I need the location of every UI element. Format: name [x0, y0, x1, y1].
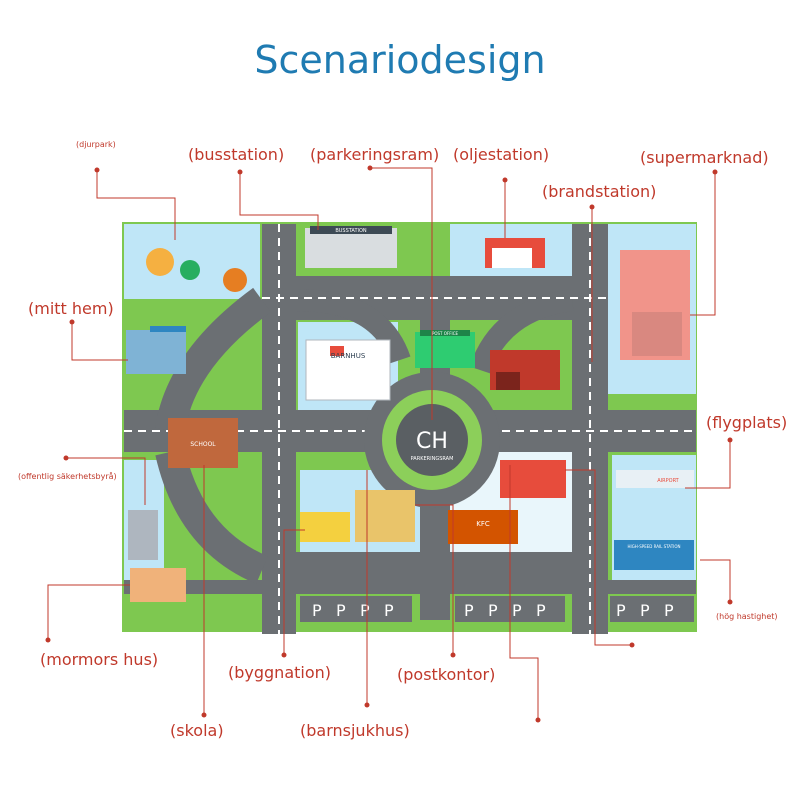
- svg-text:P: P: [336, 601, 346, 620]
- page-title: Scenariodesign: [254, 38, 546, 82]
- label-djurpark: (djurpark): [76, 140, 116, 149]
- svg-text:P: P: [312, 601, 322, 620]
- label-sakerhetsbyra: (offentlig säkerhetsbyrå): [18, 472, 117, 481]
- parking-row-right: P P P: [610, 596, 694, 622]
- public-security-office: [128, 510, 158, 560]
- svg-text:P: P: [664, 601, 674, 620]
- svg-text:P: P: [488, 601, 498, 620]
- svg-text:P: P: [384, 601, 394, 620]
- fire-station: [490, 350, 560, 390]
- label-mitt-hem: (mitt hem): [28, 299, 114, 318]
- svg-text:P: P: [360, 601, 370, 620]
- svg-text:P: P: [536, 601, 546, 620]
- hospital-sign: BARNHUS: [331, 352, 366, 360]
- label-skola: (skola): [170, 721, 224, 740]
- airport-sign: AIRPORT: [657, 478, 679, 484]
- parking-row-left: P P P P: [300, 596, 412, 622]
- label-flygplats: (flygplats): [706, 413, 788, 432]
- label-parkeringsram: (parkeringsram): [310, 145, 440, 164]
- airport: AIRPORT: [616, 470, 694, 488]
- gas-station: [485, 238, 545, 268]
- post-office-sign: POST OFFICE: [432, 331, 459, 336]
- curved-road-southwest: [155, 448, 269, 584]
- hospital: BARNHUS: [305, 339, 391, 401]
- bus-station: BUSSTATION: [305, 226, 397, 268]
- my-home: [126, 326, 186, 374]
- post-office: POST OFFICE: [415, 330, 475, 368]
- school-sign: SCHOOL: [190, 441, 216, 448]
- svg-text:P: P: [512, 601, 522, 620]
- label-oljestation: (oljestation): [453, 145, 550, 164]
- roundabout-subtext: PARKERINGSRAM: [411, 456, 454, 462]
- label-barnsjukhus: (barnsjukhus): [300, 721, 410, 740]
- curved-road-northeast: [469, 289, 574, 374]
- school: SCHOOL: [168, 418, 238, 468]
- bus-station-sign: BUSSTATION: [335, 228, 367, 234]
- roundabout-center: [396, 404, 468, 476]
- construction: [300, 490, 415, 542]
- label-supermarknad: (supermarknad): [640, 148, 769, 167]
- label-brandstation: (brandstation): [542, 182, 657, 201]
- supermarket: [620, 250, 690, 360]
- zoo: [146, 248, 247, 292]
- roundabout-text: CH: [416, 429, 448, 454]
- label-busstation: (busstation): [188, 145, 285, 164]
- high-speed-rail: HIGH-SPEED RAIL STATION: [614, 540, 694, 570]
- label-byggnation: (byggnation): [228, 663, 332, 682]
- curved-road-west: [155, 287, 271, 433]
- parking-row-middle: P P P P: [455, 596, 565, 622]
- label-mormors-hus: (mormors hus): [40, 650, 159, 669]
- kfc-sign: KFC: [476, 520, 490, 528]
- label-hog-hastighet: (hög hastighet): [716, 612, 778, 621]
- high-speed-sign: HIGH-SPEED RAIL STATION: [628, 544, 681, 549]
- svg-text:P: P: [464, 601, 474, 620]
- label-postkontor: (postkontor): [397, 665, 496, 684]
- grandma-house: [130, 568, 186, 602]
- svg-text:P: P: [640, 601, 650, 620]
- svg-text:P: P: [616, 601, 626, 620]
